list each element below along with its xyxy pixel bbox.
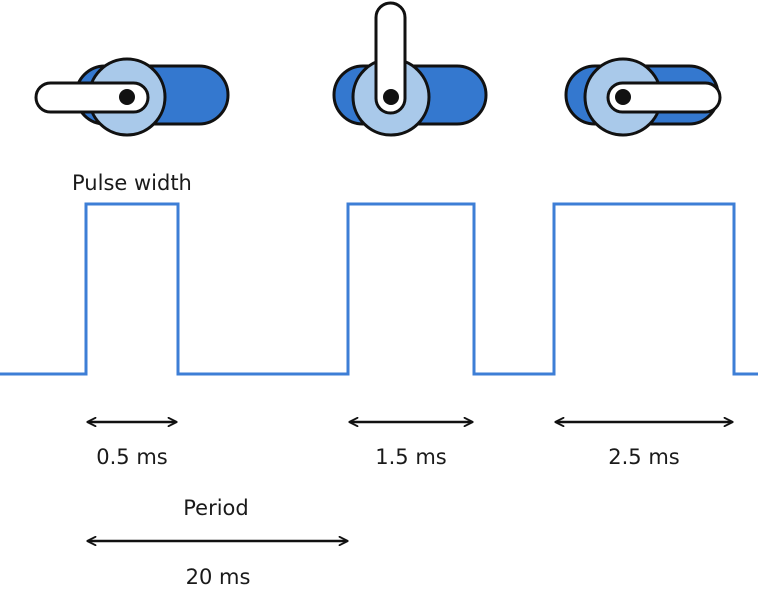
pulse-width-value-3: 2.5 ms <box>608 445 679 469</box>
servo-icon-right <box>564 57 722 137</box>
pwm-signal-line <box>0 202 758 376</box>
period-value: 20 ms <box>186 565 251 589</box>
servo-icon-up <box>332 1 488 137</box>
servo-icon-left <box>34 57 230 137</box>
pulse-width-value-2: 1.5 ms <box>375 445 446 469</box>
period-label: Period <box>183 496 248 520</box>
pulse-width-label: Pulse width <box>72 171 192 195</box>
pulse-width-value-1: 0.5 ms <box>96 445 167 469</box>
